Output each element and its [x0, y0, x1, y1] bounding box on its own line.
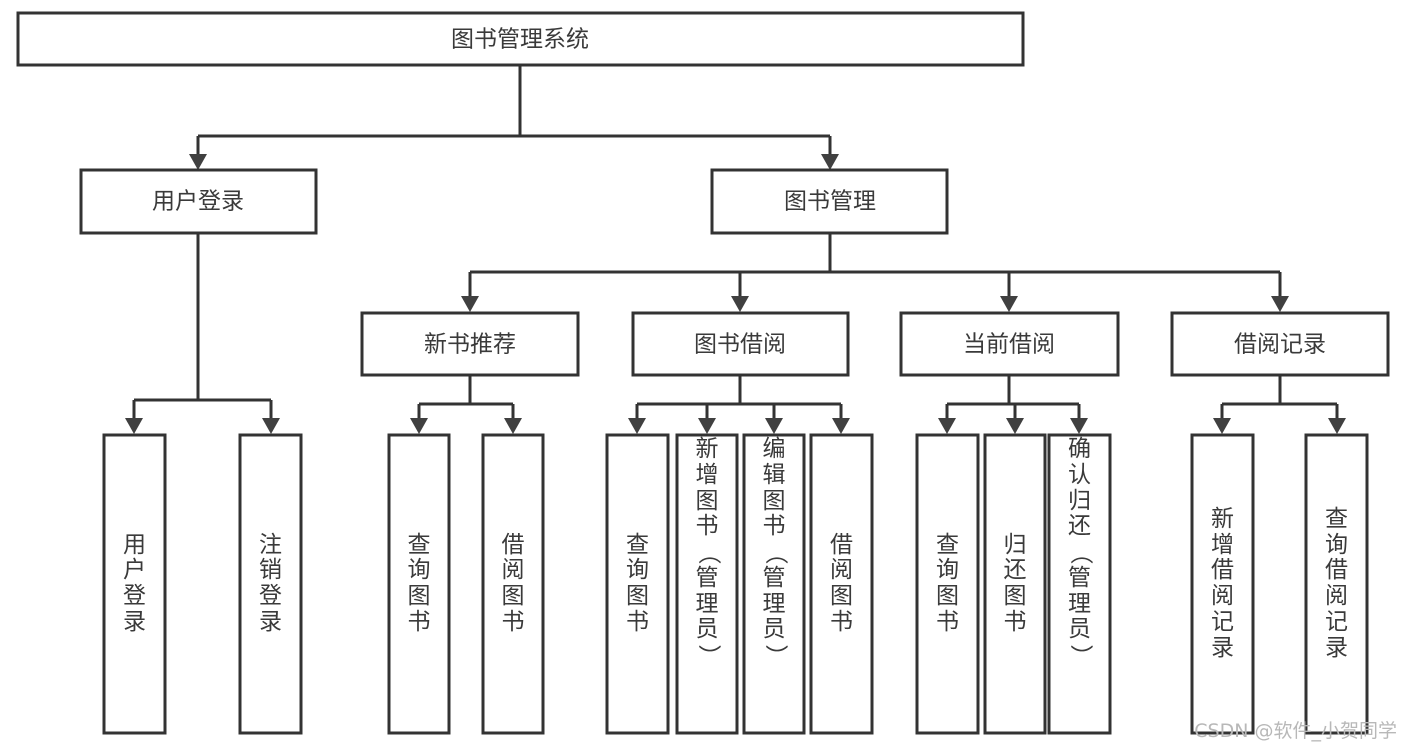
node-root-book-management-system[interactable]: 图书管理系统: [16, 11, 1025, 67]
current-borrow-label: 当前借阅: [963, 332, 1055, 358]
connector-current-borrow-to-leaves: [938, 375, 1088, 434]
connector-book-mgmt-to-level3: [461, 233, 1289, 312]
leaf-box-confirm-return-admin[interactable]: [1047, 433, 1112, 735]
borrow-record-box[interactable]: [1170, 311, 1390, 377]
node-new-book-recommend[interactable]: 新书推荐: [360, 311, 580, 377]
connector-root-to-level2: [189, 65, 839, 170]
book-management-box[interactable]: [710, 168, 949, 235]
leaf-box-user-login[interactable]: [102, 433, 167, 735]
connector-borrow-record-to-leaves: [1213, 375, 1346, 434]
book-management-label: 图书管理: [784, 189, 876, 215]
leaf-box-edit-book-admin[interactable]: [742, 433, 806, 735]
node-book-management[interactable]: 图书管理: [710, 168, 949, 235]
book-borrow-box[interactable]: [631, 311, 850, 377]
leaf-box-borrow-book[interactable]: [809, 433, 874, 735]
root-label: 图书管理系统: [451, 27, 589, 53]
book-borrow-label: 图书借阅: [694, 332, 786, 358]
leaf-box-add-book-admin[interactable]: [675, 433, 739, 735]
leaf-box-borrow-book-rec[interactable]: [481, 433, 545, 735]
root-box[interactable]: [16, 11, 1025, 67]
leaf-box-query-borrow-record[interactable]: [1304, 433, 1369, 735]
leaf-box-add-borrow-record[interactable]: [1190, 433, 1255, 735]
connector-book-borrow-to-leaves: [628, 375, 850, 434]
leaf-box-query-book-current[interactable]: [915, 433, 980, 735]
leaf-box-return-book[interactable]: [983, 433, 1047, 735]
current-borrow-box[interactable]: [899, 311, 1120, 377]
user-login-box[interactable]: [79, 168, 318, 235]
new-book-recommend-box[interactable]: [360, 311, 580, 377]
borrow-record-label: 借阅记录: [1234, 332, 1326, 358]
node-current-borrow[interactable]: 当前借阅: [899, 311, 1120, 377]
user-login-label: 用户登录: [152, 189, 244, 215]
node-borrow-record[interactable]: 借阅记录: [1170, 311, 1390, 377]
connector-new-book-rec-to-leaves: [410, 375, 522, 434]
leaf-boxes: [102, 433, 1369, 735]
leaf-box-query-book-rec[interactable]: [387, 433, 451, 735]
connector-user-login-to-leaves: [125, 233, 280, 434]
new-book-recommend-label: 新书推荐: [424, 332, 516, 358]
node-book-borrow[interactable]: 图书借阅: [631, 311, 850, 377]
leaf-box-query-book-borrow[interactable]: [605, 433, 670, 735]
leaf-box-logout-login[interactable]: [238, 433, 303, 735]
node-user-login[interactable]: 用户登录: [79, 168, 318, 235]
